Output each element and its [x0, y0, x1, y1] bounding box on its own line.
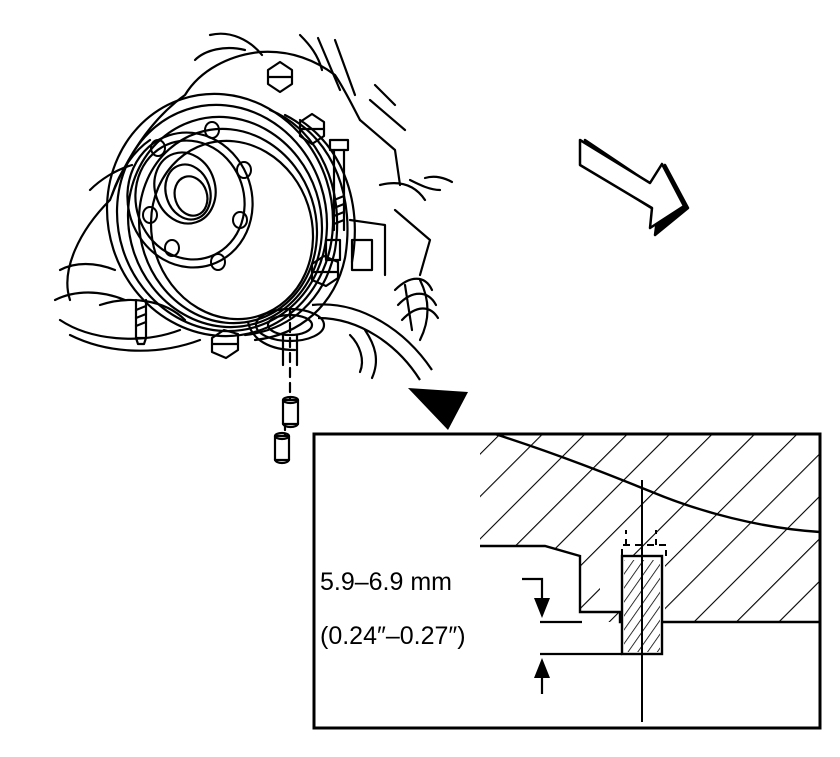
- hub-face: [126, 131, 254, 269]
- engine-block-outline: [53, 32, 454, 352]
- hub-flange: [105, 92, 356, 342]
- wheel-studs: [134, 138, 374, 346]
- engine-assembly: [53, 32, 454, 465]
- dimension-metric-label: 5.9–6.9 mm: [320, 568, 452, 596]
- lug-bolt-holes: [142, 121, 252, 271]
- dowel-pin-installed: [620, 480, 667, 722]
- housing-fins: [348, 277, 440, 380]
- hub-mounting-bolts: [210, 60, 340, 360]
- callout-arrow-icon: [311, 303, 468, 430]
- detail-inset: 5.9–6.9 mm (0.24″–0.27″): [312, 432, 822, 730]
- housing-section: [480, 434, 820, 622]
- dowel-pin-exploded: [273, 306, 300, 465]
- dimension-indicator: [522, 577, 622, 694]
- dimension-imperial-label: (0.24″–0.27″): [320, 622, 466, 650]
- direction-arrow-icon: [578, 138, 690, 237]
